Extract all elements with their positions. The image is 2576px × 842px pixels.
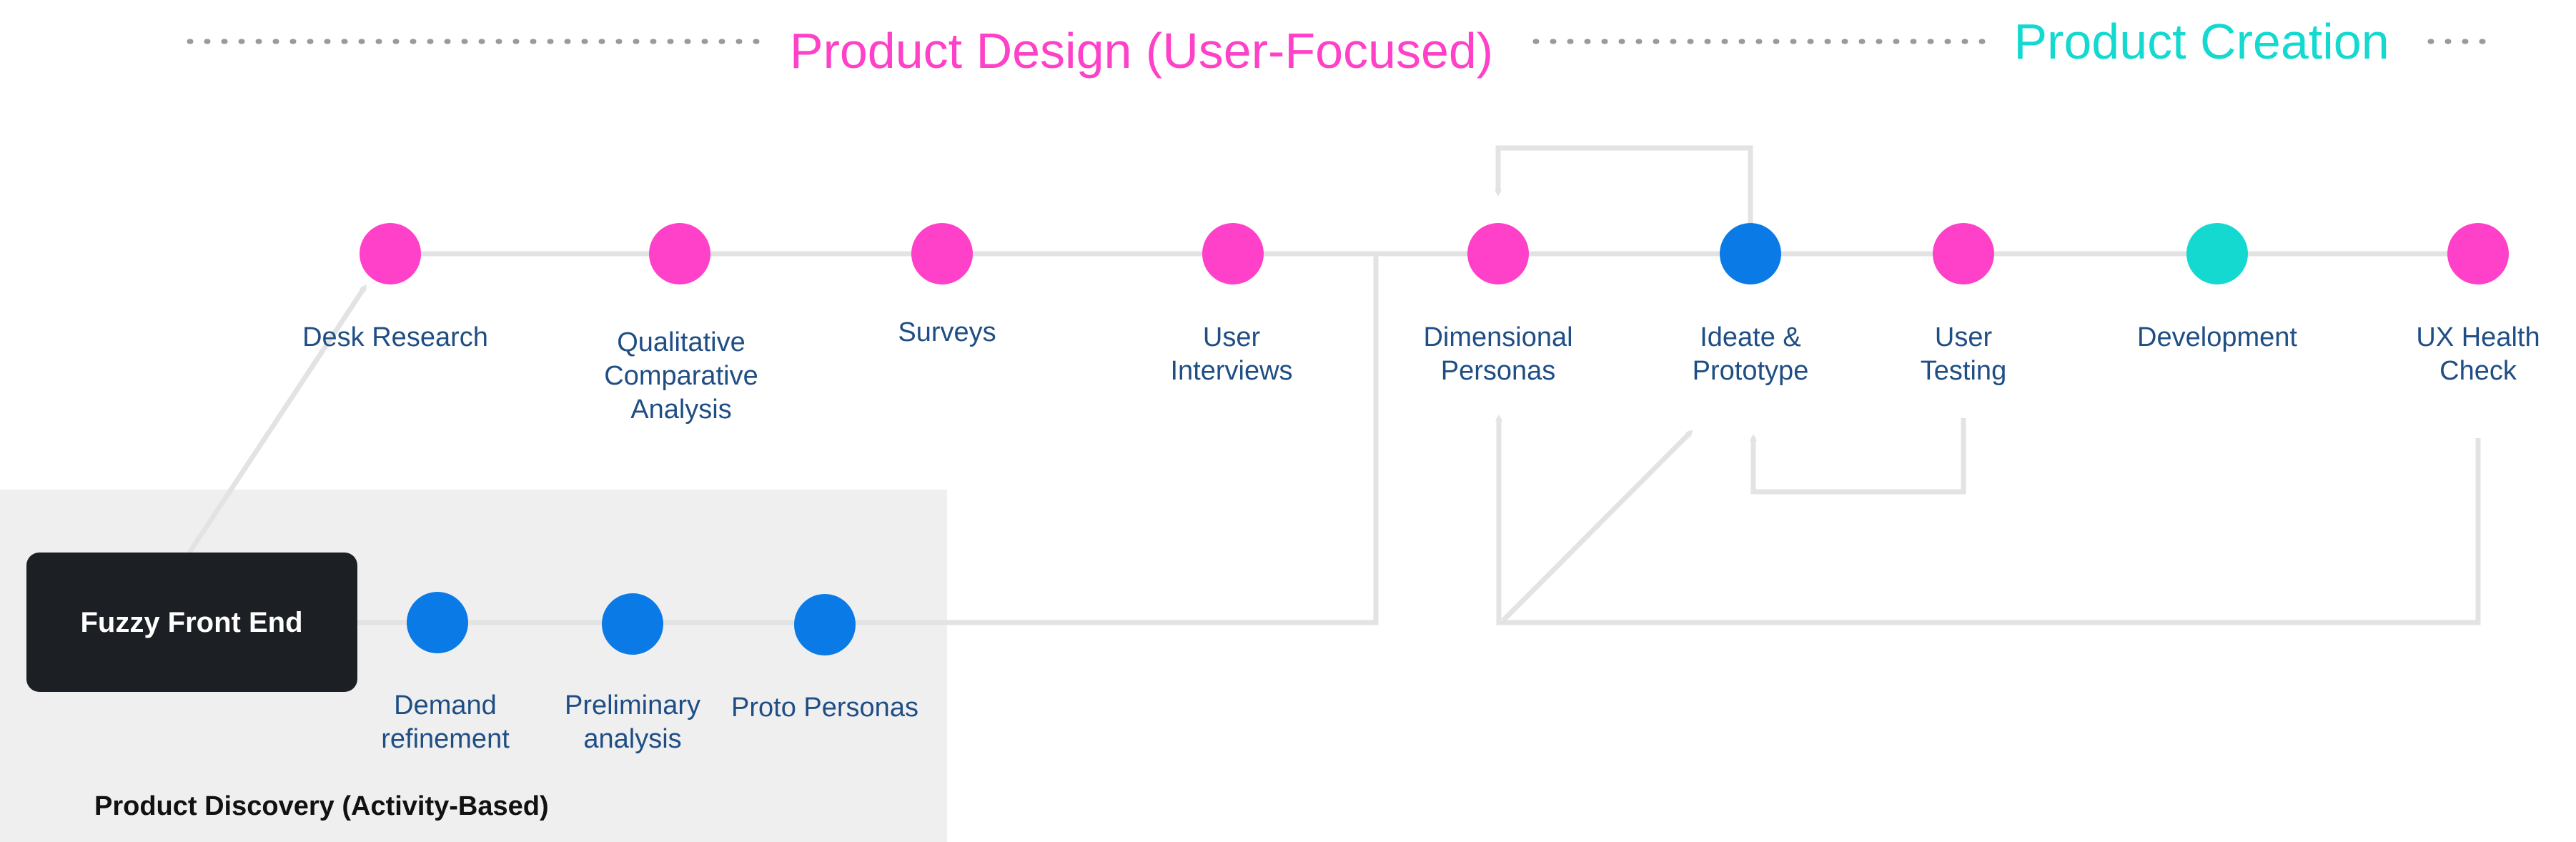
arrow-to-ideate bbox=[1501, 430, 1693, 623]
main-process-nodes: Desk Research QualitativeComparativeAnaly… bbox=[302, 223, 2540, 425]
main-node-0-label: Desk Research bbox=[302, 322, 488, 352]
discovery-node-2 bbox=[794, 594, 856, 655]
header-product-creation: Product Creation bbox=[2013, 14, 2389, 69]
discovery-node-1-label: Preliminary bbox=[565, 690, 700, 720]
main-node-5-label: Ideate & bbox=[1700, 322, 1801, 352]
discovery-node-0-label: refinement bbox=[381, 724, 510, 754]
main-node-0 bbox=[360, 223, 421, 284]
main-node-2 bbox=[911, 223, 973, 284]
fuzzy-front-end-label: Fuzzy Front End bbox=[80, 607, 302, 638]
main-node-8-label: Check bbox=[2439, 356, 2517, 386]
loop-testing-to-ideate bbox=[1750, 418, 1966, 495]
fuzzy-front-end-box bbox=[26, 553, 357, 692]
main-node-1-label: Qualitative bbox=[617, 327, 745, 357]
discovery-timeline-line bbox=[357, 254, 1379, 625]
main-node-7-label: Development bbox=[2137, 322, 2297, 352]
discovery-panel-title: Product Discovery (Activity-Based) bbox=[94, 791, 549, 821]
main-node-3 bbox=[1202, 223, 1264, 284]
main-node-4-label: Dimensional bbox=[1423, 322, 1572, 352]
discovery-node-0 bbox=[407, 592, 468, 653]
discovery-node-2-label: Proto Personas bbox=[731, 693, 918, 723]
main-node-8 bbox=[2447, 223, 2509, 284]
main-node-5-label: Prototype bbox=[1693, 356, 1809, 386]
main-node-1 bbox=[649, 223, 710, 284]
main-node-6-label: Testing bbox=[1921, 356, 2006, 386]
connector-lines bbox=[187, 145, 2481, 625]
main-node-2-label: Surveys bbox=[898, 317, 996, 347]
main-node-4 bbox=[1467, 223, 1529, 284]
main-node-3-label: Interviews bbox=[1170, 356, 1292, 386]
return-ux-check bbox=[1495, 415, 2481, 625]
main-node-1-label: Comparative bbox=[604, 361, 758, 391]
main-node-6 bbox=[1933, 223, 1994, 284]
main-node-7 bbox=[2186, 223, 2248, 284]
discovery-node-1 bbox=[602, 593, 663, 655]
main-node-1-label: Analysis bbox=[630, 395, 732, 425]
main-node-3-label: User bbox=[1203, 322, 1261, 352]
main-node-5 bbox=[1720, 223, 1781, 284]
main-node-6-label: User bbox=[1935, 322, 1993, 352]
header-product-design: Product Design (User-Focused) bbox=[790, 23, 1493, 79]
arrow-to-desk-research bbox=[187, 284, 367, 554]
discovery-process-nodes: Demand refinement Preliminary analysis Proto… bbox=[381, 592, 918, 754]
main-node-8-label: UX Health bbox=[2416, 322, 2540, 352]
loop-ideate-to-personas bbox=[1495, 145, 1753, 223]
discovery-node-1-label: analysis bbox=[583, 724, 681, 754]
discovery-node-0-label: Demand bbox=[394, 690, 497, 720]
main-node-4-label: Personas bbox=[1441, 356, 1556, 386]
